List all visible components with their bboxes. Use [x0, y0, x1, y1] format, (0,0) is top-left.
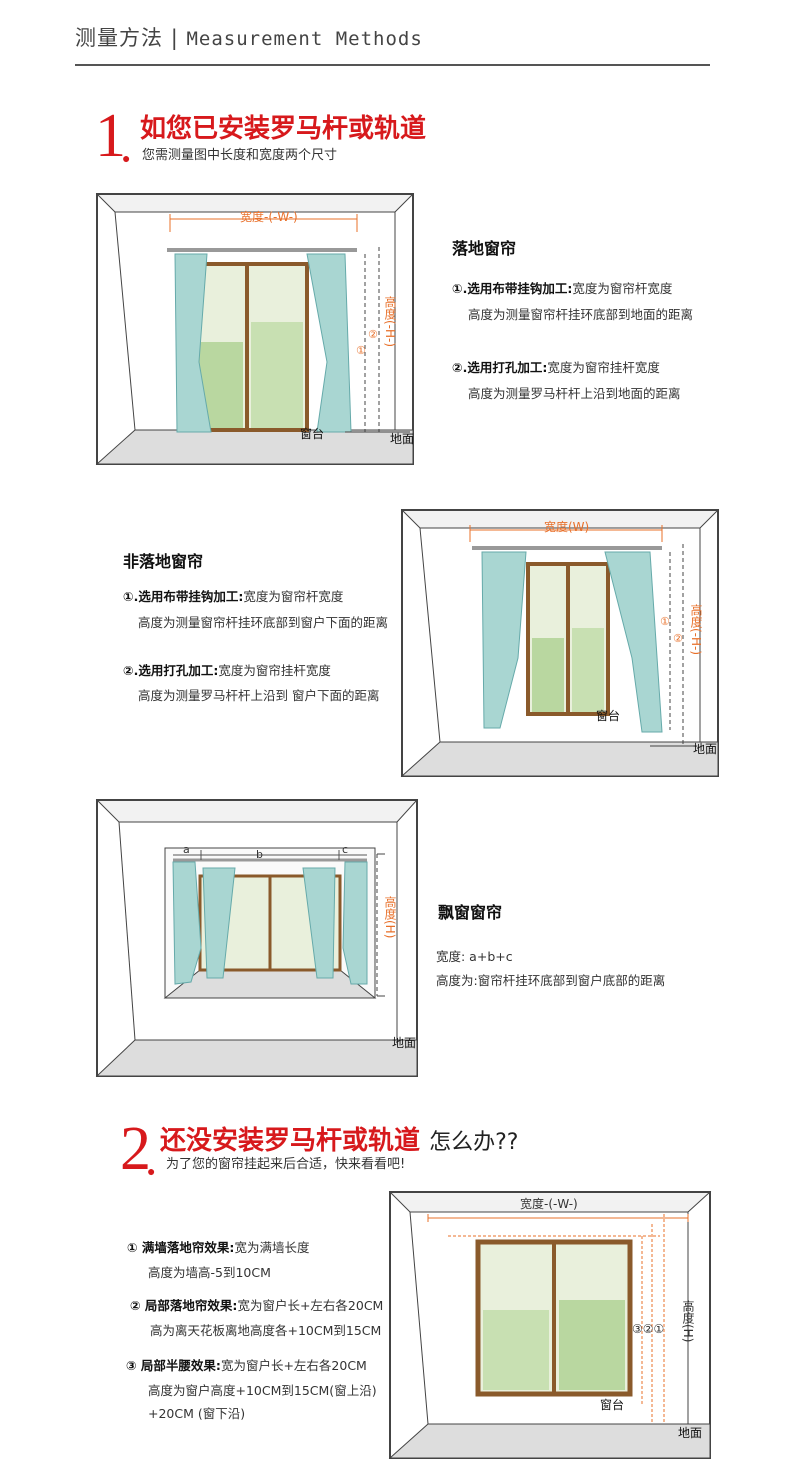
- d4-option3-detail: 高度为窗户高度+10CM到15CM(窗上沿): [148, 1383, 377, 1398]
- floor-curtain-diagram: [95, 193, 415, 465]
- d3-a-label: a: [183, 843, 190, 856]
- d1-mark-2: ②: [368, 328, 378, 341]
- d1-width-label: 宽度-(-W-): [240, 210, 298, 224]
- d3-title: 飘窗窗帘: [438, 903, 503, 922]
- d1-option1-detail: 高度为测量窗帘杆挂环底部到地面的距离: [468, 307, 694, 322]
- section1-title: 如您已安装罗马杆或轨道: [140, 114, 427, 144]
- section2-subtitle: 为了您的窗帘挂起来后合适，快来看看吧!: [166, 1157, 406, 1172]
- d4-marks: ③②①: [632, 1322, 665, 1336]
- d2-mark-2: ②: [673, 632, 683, 645]
- d3-width-rule: 宽度: a+b+c: [436, 949, 513, 964]
- section2-title-tail: 怎么办??: [429, 1130, 519, 1155]
- d3-c-label: c: [342, 843, 349, 856]
- d2-option2: ②.选用打孔加工:宽度为窗帘挂杆宽度: [123, 663, 331, 678]
- d1-sill-label: 窗台: [300, 427, 325, 441]
- section2-number: 2●: [120, 1115, 156, 1183]
- d2-width-label: 宽度(W): [544, 520, 590, 534]
- header-divider: [75, 64, 710, 66]
- d2-title: 非落地窗帘: [123, 552, 204, 571]
- d4-option3-detail2: +20CM (窗下沿): [148, 1406, 246, 1421]
- d4-option2: ② 局部落地帘效果:宽为窗户长+左右各20CM: [130, 1298, 384, 1313]
- d3-b-label: b: [256, 848, 263, 861]
- d3-floor-label: 地面: [392, 1036, 417, 1050]
- d4-height-label: 高度(H): [681, 1300, 695, 1343]
- title-en: Measurement Methods: [186, 28, 423, 50]
- d2-option1-detail: 高度为测量窗帘杆挂环底部到窗户下面的距离: [138, 615, 389, 630]
- d4-option3: ③ 局部半腰效果:宽为窗户长+左右各20CM: [126, 1358, 367, 1373]
- d2-option2-detail: 高度为测量罗马杆杆上沿到 窗户下面的距离: [138, 688, 380, 703]
- d4-width-label: 宽度-(-W-): [520, 1197, 578, 1211]
- d1-floor-label: 地面: [390, 432, 415, 446]
- d4-option1: ① 满墙落地帘效果:宽为满墙长度: [127, 1240, 310, 1255]
- d1-height-label: 高度(-H-): [383, 296, 397, 348]
- title-divider: |: [170, 26, 179, 50]
- page-title: 测量方法 | Measurement Methods: [75, 22, 423, 52]
- d4-option1-detail: 高度为墙高-5到10CM: [148, 1265, 271, 1280]
- d2-mark-1: ①: [660, 615, 670, 628]
- section1-subtitle: 您需测量图中长度和宽度两个尺寸: [142, 148, 338, 163]
- d1-title: 落地窗帘: [452, 239, 517, 258]
- bay-window-curtain-diagram: [95, 799, 419, 1077]
- d2-height-label: 高度(-H-): [689, 604, 703, 656]
- d1-option2-detail: 高度为测量罗马杆杆上沿到地面的距离: [468, 386, 681, 401]
- d2-option1: ①.选用布带挂钩加工:宽度为窗帘杆宽度: [123, 589, 344, 604]
- no-rod-curtain-diagram: [388, 1191, 712, 1459]
- d2-floor-label: 地面: [693, 742, 718, 756]
- d3-height-rule: 高度为:窗帘杆挂环底部到窗户底部的距离: [436, 973, 666, 988]
- d1-option1: ①.选用布带挂钩加工:宽度为窗帘杆宽度: [452, 281, 673, 296]
- d1-option2: ②.选用打孔加工:宽度为窗帘挂杆宽度: [452, 360, 660, 375]
- section1-number: 1●: [95, 102, 131, 170]
- d3-height-label: 高度(H): [383, 896, 397, 939]
- title-cn: 测量方法: [75, 26, 163, 50]
- section2-title: 还没安装罗马杆或轨道 怎么办??: [160, 1126, 519, 1156]
- d4-sill-label: 窗台: [600, 1398, 625, 1412]
- non-floor-curtain-diagram: [400, 509, 720, 777]
- d4-option2-detail: 高为离天花板离地高度各+10CM到15CM: [150, 1323, 382, 1338]
- d2-sill-label: 窗台: [596, 709, 621, 723]
- d4-floor-label: 地面: [678, 1426, 703, 1440]
- d1-mark-1: ①: [356, 344, 366, 357]
